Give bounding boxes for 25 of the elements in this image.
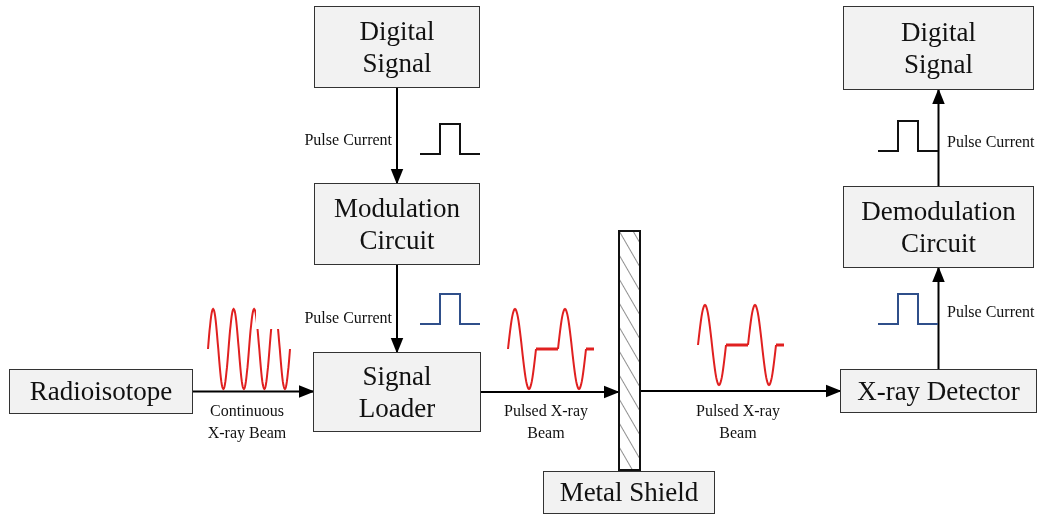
arrow bbox=[192, 385, 315, 398]
process-box bbox=[9, 369, 193, 414]
box-label: Metal Shield bbox=[559, 476, 699, 509]
arrow bbox=[932, 266, 945, 370]
process-box bbox=[843, 186, 1034, 268]
process-box bbox=[843, 6, 1034, 90]
arrow bbox=[480, 385, 620, 399]
box-label: Signal Loader bbox=[357, 359, 437, 425]
edge-label: Pulse Current bbox=[256, 307, 392, 329]
arrow bbox=[390, 264, 404, 354]
hatched-shield-bar bbox=[618, 230, 641, 471]
box-label: Digital Signal bbox=[900, 15, 977, 81]
box-label: X-ray Detector bbox=[857, 374, 1020, 408]
process-box bbox=[314, 183, 480, 265]
box-label: Digital Signal bbox=[358, 14, 436, 80]
process-box bbox=[314, 6, 480, 88]
box-label: Demodulation Circuit bbox=[860, 194, 1017, 260]
process-box bbox=[840, 369, 1037, 413]
arrow bbox=[932, 88, 945, 187]
process-box bbox=[313, 352, 481, 432]
box-label: Radioisotope bbox=[29, 375, 173, 408]
box-label: Modulation Circuit bbox=[333, 191, 461, 257]
process-box bbox=[543, 471, 715, 514]
arrow bbox=[640, 384, 842, 398]
arrow bbox=[390, 87, 404, 185]
